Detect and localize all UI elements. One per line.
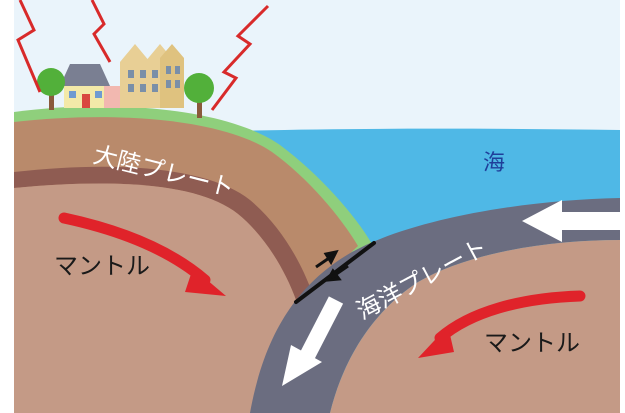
- lightning-bolts: [16, 0, 270, 111]
- plate-arrow-top: [522, 200, 620, 242]
- lightning-2: [90, 0, 112, 63]
- mantle-left: [14, 183, 296, 413]
- fault-arrows: [315, 249, 349, 282]
- mantle-right-label: マントル: [484, 329, 580, 357]
- town: [37, 44, 214, 118]
- lightning-3: [210, 4, 270, 111]
- mantle-flow-arrow-left: [58, 212, 226, 296]
- oceanic-plate: [250, 198, 620, 413]
- mantle-left-label: マントル: [54, 252, 150, 280]
- tree-left: [37, 68, 65, 110]
- tree-right: [184, 73, 214, 118]
- mantle-flow-arrow-right: [418, 290, 586, 358]
- sea-label: 海: [483, 151, 505, 176]
- lightning-1: [16, 0, 42, 93]
- mantle-right: [330, 240, 620, 413]
- plate-arrow-down: [282, 296, 344, 386]
- continental-plate-lower-band: [14, 166, 312, 300]
